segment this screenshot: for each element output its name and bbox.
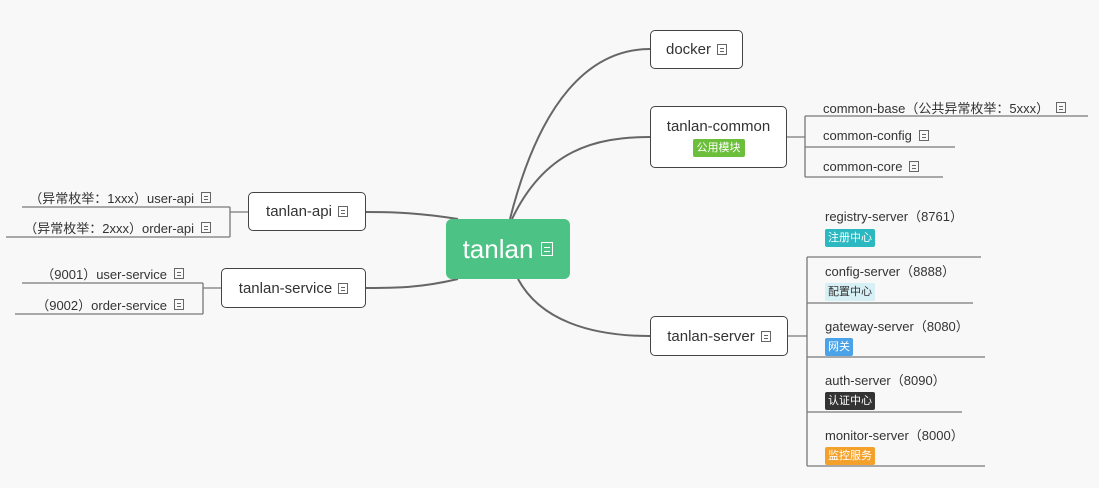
root-node[interactable]: tanlan [446,219,570,279]
note-icon [174,268,184,279]
leaf-common-core[interactable]: common-core [823,159,920,174]
leaf-common-base[interactable]: common-base（公共异常枚举：5xxx） [823,98,1067,117]
note-icon [201,192,211,203]
leaf-order-api[interactable]: （异常枚举：2xxx）order-api [24,218,211,237]
root-label: tanlan [462,233,534,264]
leaf-order-service-label: （9002）order-service [36,298,167,313]
config-tag: 配置中心 [825,283,875,301]
leaf-user-api[interactable]: （异常枚举：1xxx）user-api [29,188,211,207]
node-tanlan-api[interactable]: tanlan-api [248,192,366,231]
leaf-monitor-server[interactable]: monitor-server（8000） [825,425,964,444]
leaf-config-server[interactable]: config-server（8888） [825,261,955,280]
note-icon [1056,102,1067,113]
leaf-registry-server[interactable]: registry-server（8761） [825,206,963,225]
leaf-common-config-label: common-config [823,128,912,143]
node-tanlan-common[interactable]: tanlan-common 公用模块 [650,106,787,168]
note-icon [201,222,211,233]
monitor-tag: 监控服务 [825,447,875,465]
note-icon [541,242,554,256]
note-icon [338,282,349,294]
leaf-user-api-label: （异常枚举：1xxx）user-api [29,191,194,206]
note-icon [909,161,920,172]
leaf-common-base-label: common-base（公共异常枚举：5xxx） [823,101,1050,116]
leaf-auth-server[interactable]: auth-server（8090） [825,370,946,389]
node-common-label: tanlan-common [666,117,771,135]
node-tanlan-server[interactable]: tanlan-server [650,316,788,356]
leaf-config-server-label: config-server（8888） [825,264,956,279]
leaf-common-config[interactable]: common-config [823,128,929,143]
leaf-common-core-label: common-core [823,159,903,174]
leaf-user-service[interactable]: （9001）user-service [41,264,184,283]
auth-tag: 认证中心 [825,392,875,410]
leaf-gateway-server-label: gateway-server（8080） [825,319,969,334]
node-docker-label: docker [665,41,712,58]
node-service-label: tanlan-service [238,279,333,297]
note-icon [918,130,929,141]
common-tag: 公用模块 [692,138,745,157]
leaf-order-api-label: （异常枚举：2xxx）order-api [24,221,194,236]
note-icon [760,330,771,342]
gateway-tag: 网关 [825,338,853,356]
leaf-auth-server-label: auth-server（8090） [825,373,946,388]
note-icon [337,206,348,217]
leaf-order-service[interactable]: （9002）order-service [36,295,184,314]
node-api-label: tanlan-api [266,203,332,220]
note-icon [717,44,728,55]
registry-tag: 注册中心 [825,229,875,247]
node-docker[interactable]: docker [650,30,743,69]
leaf-registry-server-label: registry-server（8761） [825,209,963,224]
node-server-label: tanlan-server [667,327,755,345]
note-icon [174,299,184,310]
node-tanlan-service[interactable]: tanlan-service [221,268,366,308]
leaf-gateway-server[interactable]: gateway-server（8080） [825,316,969,335]
leaf-monitor-server-label: monitor-server（8000） [825,428,964,443]
leaf-user-service-label: （9001）user-service [41,267,167,282]
